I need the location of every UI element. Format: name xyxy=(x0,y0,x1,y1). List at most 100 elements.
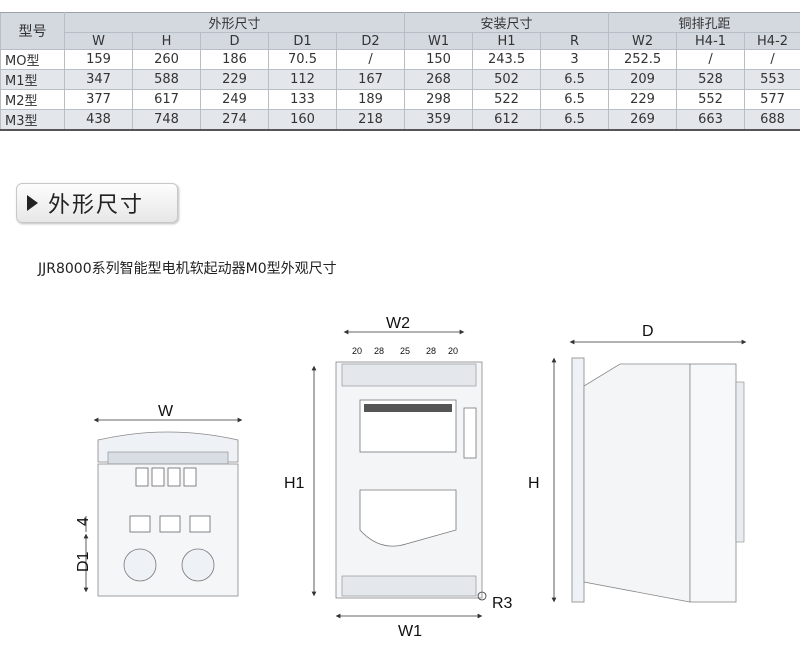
table-cell: 269 xyxy=(608,109,678,131)
d-label: D xyxy=(642,323,654,340)
table-cell: 229 xyxy=(200,69,269,90)
front-view: W 4 D1 xyxy=(75,403,243,597)
table-cell: / xyxy=(335,49,406,70)
spacing-label: 20 xyxy=(448,346,458,356)
table-cell: M1型 xyxy=(0,69,65,90)
table-cell: M3型 xyxy=(0,109,65,131)
table-cell: 748 xyxy=(132,109,201,131)
table-cell: 249 xyxy=(200,89,269,110)
table-cell: 112 xyxy=(268,69,337,90)
table-cell: 663 xyxy=(676,109,746,131)
col-header-w: W xyxy=(64,32,133,50)
table-cell: 612 xyxy=(472,109,542,131)
table-cell: 3 xyxy=(540,49,610,70)
d1-label: D1 xyxy=(75,551,92,572)
col-header-h: H xyxy=(132,32,201,50)
table-cell: 298 xyxy=(404,89,474,110)
table-row: MO型 159 260 186 70.5 / 150 243.5 3 252.5… xyxy=(0,49,800,70)
terminal-slot xyxy=(183,467,197,487)
table-cell: / xyxy=(744,49,800,70)
w-label: W xyxy=(158,403,174,420)
table-cell: 229 xyxy=(608,89,678,110)
triangle-right-icon xyxy=(27,195,38,211)
col-header-h1: H1 xyxy=(472,32,542,50)
spacing-label: 28 xyxy=(426,346,436,356)
terminal-slot xyxy=(135,467,149,487)
dimension-table: 型号 外形尺寸 安装尺寸 铜排孔距 W H D D1 D2 W1 H1 R W2… xyxy=(0,12,800,131)
mounting-plate xyxy=(571,357,585,603)
terminal-slot xyxy=(151,467,165,487)
table-cell: 133 xyxy=(268,89,337,110)
mounting-hole xyxy=(477,591,487,601)
fan-icon xyxy=(123,548,157,582)
table-cell: / xyxy=(676,49,746,70)
table-cell: M2型 xyxy=(0,89,65,110)
table-cell: 617 xyxy=(132,89,201,110)
side-body xyxy=(583,363,691,603)
table-cell: 6.5 xyxy=(540,69,610,90)
table-cell: 189 xyxy=(335,89,406,110)
group-header-busbar: 铜排孔距 xyxy=(608,12,800,33)
table-row: M1型 347 588 229 112 167 268 502 6.5 209 … xyxy=(0,69,800,90)
table-cell: 502 xyxy=(472,69,542,90)
table-cell: 438 xyxy=(64,109,133,131)
w1-label: W1 xyxy=(398,623,422,640)
table-cell: 347 xyxy=(64,69,133,90)
col-header-d1: D1 xyxy=(268,32,337,50)
section-title: 外形尺寸 xyxy=(48,193,145,218)
table-cell: 377 xyxy=(64,89,133,110)
col-header-h4-1: H4-1 xyxy=(676,32,746,50)
col-header-w2: W2 xyxy=(608,32,678,50)
spacing-label: 28 xyxy=(374,346,384,356)
table-cell: 6.5 xyxy=(540,109,610,131)
col-header-h4-2: H4-2 xyxy=(744,32,800,50)
busbar-hole xyxy=(129,515,151,533)
table-cell: 209 xyxy=(608,69,678,90)
model-header: 型号 xyxy=(0,12,65,50)
front-cover-side xyxy=(689,363,737,603)
col-header-d2: D2 xyxy=(335,32,406,50)
group-header-install: 安装尺寸 xyxy=(404,12,610,33)
table-cell: 160 xyxy=(268,109,337,131)
side-view: D H xyxy=(528,323,747,603)
table-cell: 359 xyxy=(404,109,474,131)
table-row: M2型 377 617 249 133 189 298 522 6.5 229 … xyxy=(0,89,800,110)
w2-label: W2 xyxy=(386,315,410,332)
side-handle xyxy=(463,407,477,459)
h1-label: H1 xyxy=(284,475,305,492)
table-cell: 159 xyxy=(64,49,133,70)
table-cell: 274 xyxy=(200,109,269,131)
table-cell: 688 xyxy=(744,109,800,131)
table-cell: 522 xyxy=(472,89,542,110)
col-header-r: R xyxy=(540,32,610,50)
r3-label: R3 xyxy=(492,595,513,612)
fan-icon xyxy=(181,548,215,582)
spacing-label: 25 xyxy=(400,346,410,356)
busbar-hole xyxy=(159,515,181,533)
table-cell: 553 xyxy=(744,69,800,90)
dim-4-label: 4 xyxy=(75,517,92,526)
table-cell: 243.5 xyxy=(472,49,542,70)
table-cell: 268 xyxy=(404,69,474,90)
table-cell: 186 xyxy=(200,49,269,70)
drawing-caption: JJR8000系列智能型电机软起动器M0型外观尺寸 xyxy=(38,261,337,277)
table-cell: 552 xyxy=(676,89,746,110)
table-cell: 252.5 xyxy=(608,49,678,70)
table-cell: 150 xyxy=(404,49,474,70)
top-terminal-strip xyxy=(341,363,477,387)
table-cell: 6.5 xyxy=(540,89,610,110)
side-handle xyxy=(735,381,745,543)
spacing-label: 20 xyxy=(352,346,362,356)
section-heading-tab: 外形尺寸 xyxy=(16,183,178,223)
h-label: H xyxy=(528,475,540,492)
main-body xyxy=(335,361,483,599)
busbar-hole xyxy=(189,515,211,533)
group-header-outline: 外形尺寸 xyxy=(63,12,406,33)
terminal-slot xyxy=(167,467,181,487)
col-header-w1: W1 xyxy=(404,32,474,50)
table-cell: 260 xyxy=(132,49,201,70)
col-header-d: D xyxy=(200,32,269,50)
table-cell: 528 xyxy=(676,69,746,90)
table-cell: 218 xyxy=(335,109,406,131)
table-cell: 588 xyxy=(132,69,201,90)
